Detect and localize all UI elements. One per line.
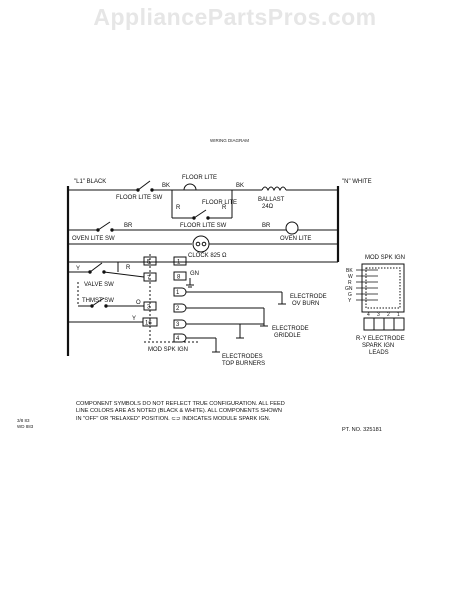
inset-wire-bk: BK	[346, 268, 353, 274]
thmst-sw-label: THMST SW	[82, 298, 114, 304]
wire-r-2: R	[222, 205, 227, 211]
n-label: "N" WHITE	[342, 179, 372, 185]
l1-label: "L1" BLACK	[74, 179, 106, 185]
mod-spk-ign-label: MOD SPK IGN	[148, 347, 188, 353]
gnd-letter: O	[136, 300, 141, 306]
wire-y-2: Y	[132, 316, 136, 322]
floor-lite-sw-label-2: FLOOR LITE SW	[180, 223, 227, 229]
svg-text:16: 16	[145, 321, 152, 327]
margin-code: 3/8 83 WD 883	[17, 418, 34, 429]
inset-title: MOD SPK IGN	[365, 255, 405, 261]
oven-lite-label: OVEN LITE	[280, 236, 311, 242]
terminal-5	[143, 256, 157, 266]
valve-sw-label: VALVE SW	[84, 282, 114, 288]
clock-motor	[192, 235, 210, 253]
inset-wire-r: R	[348, 280, 352, 286]
inset-caption-3: LEADS	[369, 350, 389, 356]
ballast-ohms: 24Ω	[262, 204, 274, 210]
svg-text:2: 2	[176, 306, 180, 312]
floor-lite-sw-label: FLOOR LITE SW	[116, 195, 163, 201]
terminal-1-top	[173, 256, 187, 266]
wire-br-2: BR	[262, 223, 271, 229]
inset-pin-3: 3	[377, 312, 380, 318]
electrodes-top-1: ELECTRODES	[222, 354, 263, 360]
electrode-ov-burn-1: ELECTRODE	[290, 294, 327, 300]
inset-wire-g: G	[348, 292, 352, 298]
terminal-2	[173, 303, 187, 313]
wire-y-1: Y	[76, 266, 80, 272]
oven-lite-lamp	[285, 221, 299, 235]
svg-text:1: 1	[176, 290, 180, 296]
diagram-title: WIRING DIAGRAM	[210, 138, 249, 143]
svg-text:4: 4	[176, 336, 180, 342]
svg-text:3: 3	[176, 322, 180, 328]
electrode-griddle-1: ELECTRODE	[272, 326, 309, 332]
terminal-3-right	[173, 319, 187, 329]
electrode-ov-burn-2: OV BURN	[292, 301, 319, 307]
svg-text:7: 7	[147, 276, 151, 282]
floor-lite-lamp-1	[183, 183, 197, 191]
wire-bk-2: BK	[236, 183, 244, 189]
inset-wire-w: W	[348, 274, 353, 280]
gnd-label: GN	[190, 271, 199, 277]
part-number: PT. NO. 325181	[342, 427, 382, 433]
svg-text:3: 3	[147, 305, 151, 311]
inset-pin-4: 4	[367, 312, 370, 318]
inset-pin-2: 2	[387, 312, 390, 318]
note-line: IN "OFF" OR "RELAXED" POSITION. ⊂⊃ INDIC…	[76, 415, 271, 422]
terminal-1-lower	[173, 287, 187, 297]
floor-lite-label: FLOOR LITE	[182, 175, 217, 181]
diagram-note: COMPONENT SYMBOLS DO NOT REFLECT TRUE CO…	[76, 401, 376, 423]
wire-r-1: R	[176, 205, 181, 211]
terminal-4	[173, 333, 187, 343]
wire-br-1: BR	[124, 223, 133, 229]
wire-bk-1: BK	[162, 183, 170, 189]
inset-wire-gn: GN	[345, 286, 353, 292]
ballast-label: BALLAST	[258, 197, 285, 203]
electrodes-top-2: TOP BURNERS	[222, 361, 265, 367]
inset-wire-y: Y	[348, 298, 352, 304]
svg-text:1: 1	[177, 260, 181, 266]
wire-r-3: R	[126, 265, 131, 271]
inset-pin-1: 1	[397, 312, 400, 318]
watermark: AppliancePartsPros.com	[93, 4, 377, 30]
clock-label: CLOCK 825 Ω	[188, 253, 227, 259]
floor-lite-label-2: FLOOR LITE	[202, 200, 237, 206]
note-line: LINE COLORS ARE AS NOTED (BLACK & WHITE)…	[76, 408, 282, 415]
note-line: COMPONENT SYMBOLS DO NOT REFLECT TRUE CO…	[76, 401, 285, 407]
svg-text:8: 8	[177, 275, 181, 281]
electrode-griddle-2: GRIDDLE	[274, 333, 301, 339]
ballast-coil	[261, 186, 287, 192]
oven-lite-sw-label: OVEN LITE SW	[72, 236, 115, 242]
inset-caption-1: R-Y ELECTRODE	[356, 336, 405, 342]
terminal-8	[173, 271, 187, 281]
svg-text:5: 5	[147, 260, 151, 266]
inset-caption-2: SPARK IGN	[362, 343, 394, 349]
